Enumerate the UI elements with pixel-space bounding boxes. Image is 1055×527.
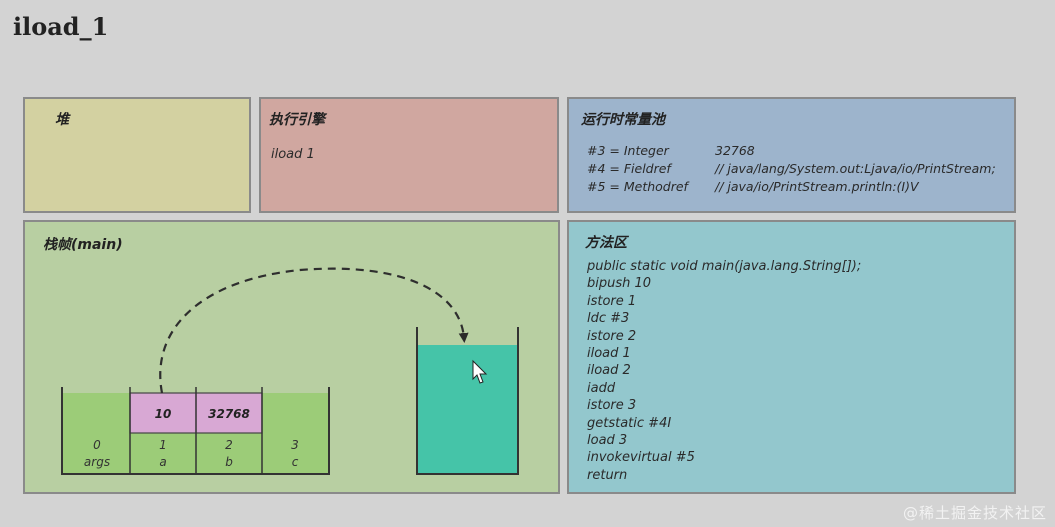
engine-title: 执行引擎 [269, 112, 325, 128]
pool-entry-value: 32768 [715, 143, 755, 158]
local-value: 10 [155, 407, 172, 421]
bytecode-line: istore 3 [587, 398, 637, 414]
local-index: 1 [159, 438, 167, 452]
engine-current-instruction: iload 1 [271, 147, 315, 162]
operand-stack-fill [417, 345, 518, 474]
pool-entry: #4 = Fieldref // java/lang/System.out:Lj… [587, 161, 996, 176]
local-name: c [292, 455, 299, 469]
bytecode-line: iload 1 [587, 346, 631, 362]
bytecode-line: public static void main(java.lang.String… [587, 259, 862, 274]
page-title: iload_1 [13, 12, 109, 41]
execution-engine-panel: 执行引擎 iload 1 [259, 97, 559, 213]
local-index: 0 [93, 438, 101, 452]
bytecode-line: getstatic #4I [587, 415, 672, 431]
pool-entry-key: #4 = Fieldref [587, 161, 671, 176]
mouse-cursor-icon [472, 359, 488, 384]
bytecode-line: ldc #3 [587, 311, 630, 327]
pool-entry-value: // java/lang/System.out:Ljava/io/PrintSt… [715, 161, 996, 176]
local-index: 2 [225, 438, 233, 452]
load-arrow [159, 267, 469, 394]
pool-entry: #5 = Methodref // java/io/PrintStream.pr… [587, 179, 919, 194]
bytecode-line: iadd [587, 380, 616, 396]
pool-entry-value: // java/io/PrintStream.println:(I)V [715, 179, 919, 194]
bytecode-list: public static void main(java.lang.String… [587, 258, 861, 484]
bytecode-line: istore 2 [587, 328, 637, 344]
local-name: args [84, 455, 110, 469]
heap-panel: 堆 [23, 97, 251, 213]
local-index: 3 [291, 438, 299, 452]
watermark: @稀土掘金技术社区 [902, 504, 1047, 522]
bytecode-line: invokevirtual #5 [587, 450, 695, 466]
local-variable-table: 10 32768 0 args 1 a 2 b 3 c [61, 387, 330, 475]
pool-entry-key: #5 = Methodref [587, 179, 688, 194]
frame-title: 栈帧(main) [43, 237, 123, 253]
bytecode-line: bipush 10 [587, 276, 652, 292]
bytecode-line: iload 2 [587, 363, 631, 379]
pool-entry-key: #3 = Integer [587, 143, 669, 158]
local-name: b [225, 455, 233, 469]
local-value: 32768 [208, 407, 250, 421]
method-area-panel: 方法区 public static void main(java.lang.St… [567, 220, 1016, 494]
bytecode-line: load 3 [587, 433, 628, 449]
pool-title: 运行时常量池 [581, 112, 665, 128]
method-title: 方法区 [585, 235, 627, 251]
runtime-constant-pool-panel: 运行时常量池 #3 = Integer 32768 #4 = Fieldref … [567, 97, 1016, 213]
bytecode-line: return [587, 467, 628, 483]
operand-stack-container [416, 327, 519, 475]
pool-entry: #3 = Integer 32768 [587, 143, 755, 158]
local-name: a [159, 455, 166, 469]
heap-title: 堆 [55, 112, 69, 128]
bytecode-line: istore 1 [587, 293, 637, 309]
operand-stack [416, 327, 519, 475]
